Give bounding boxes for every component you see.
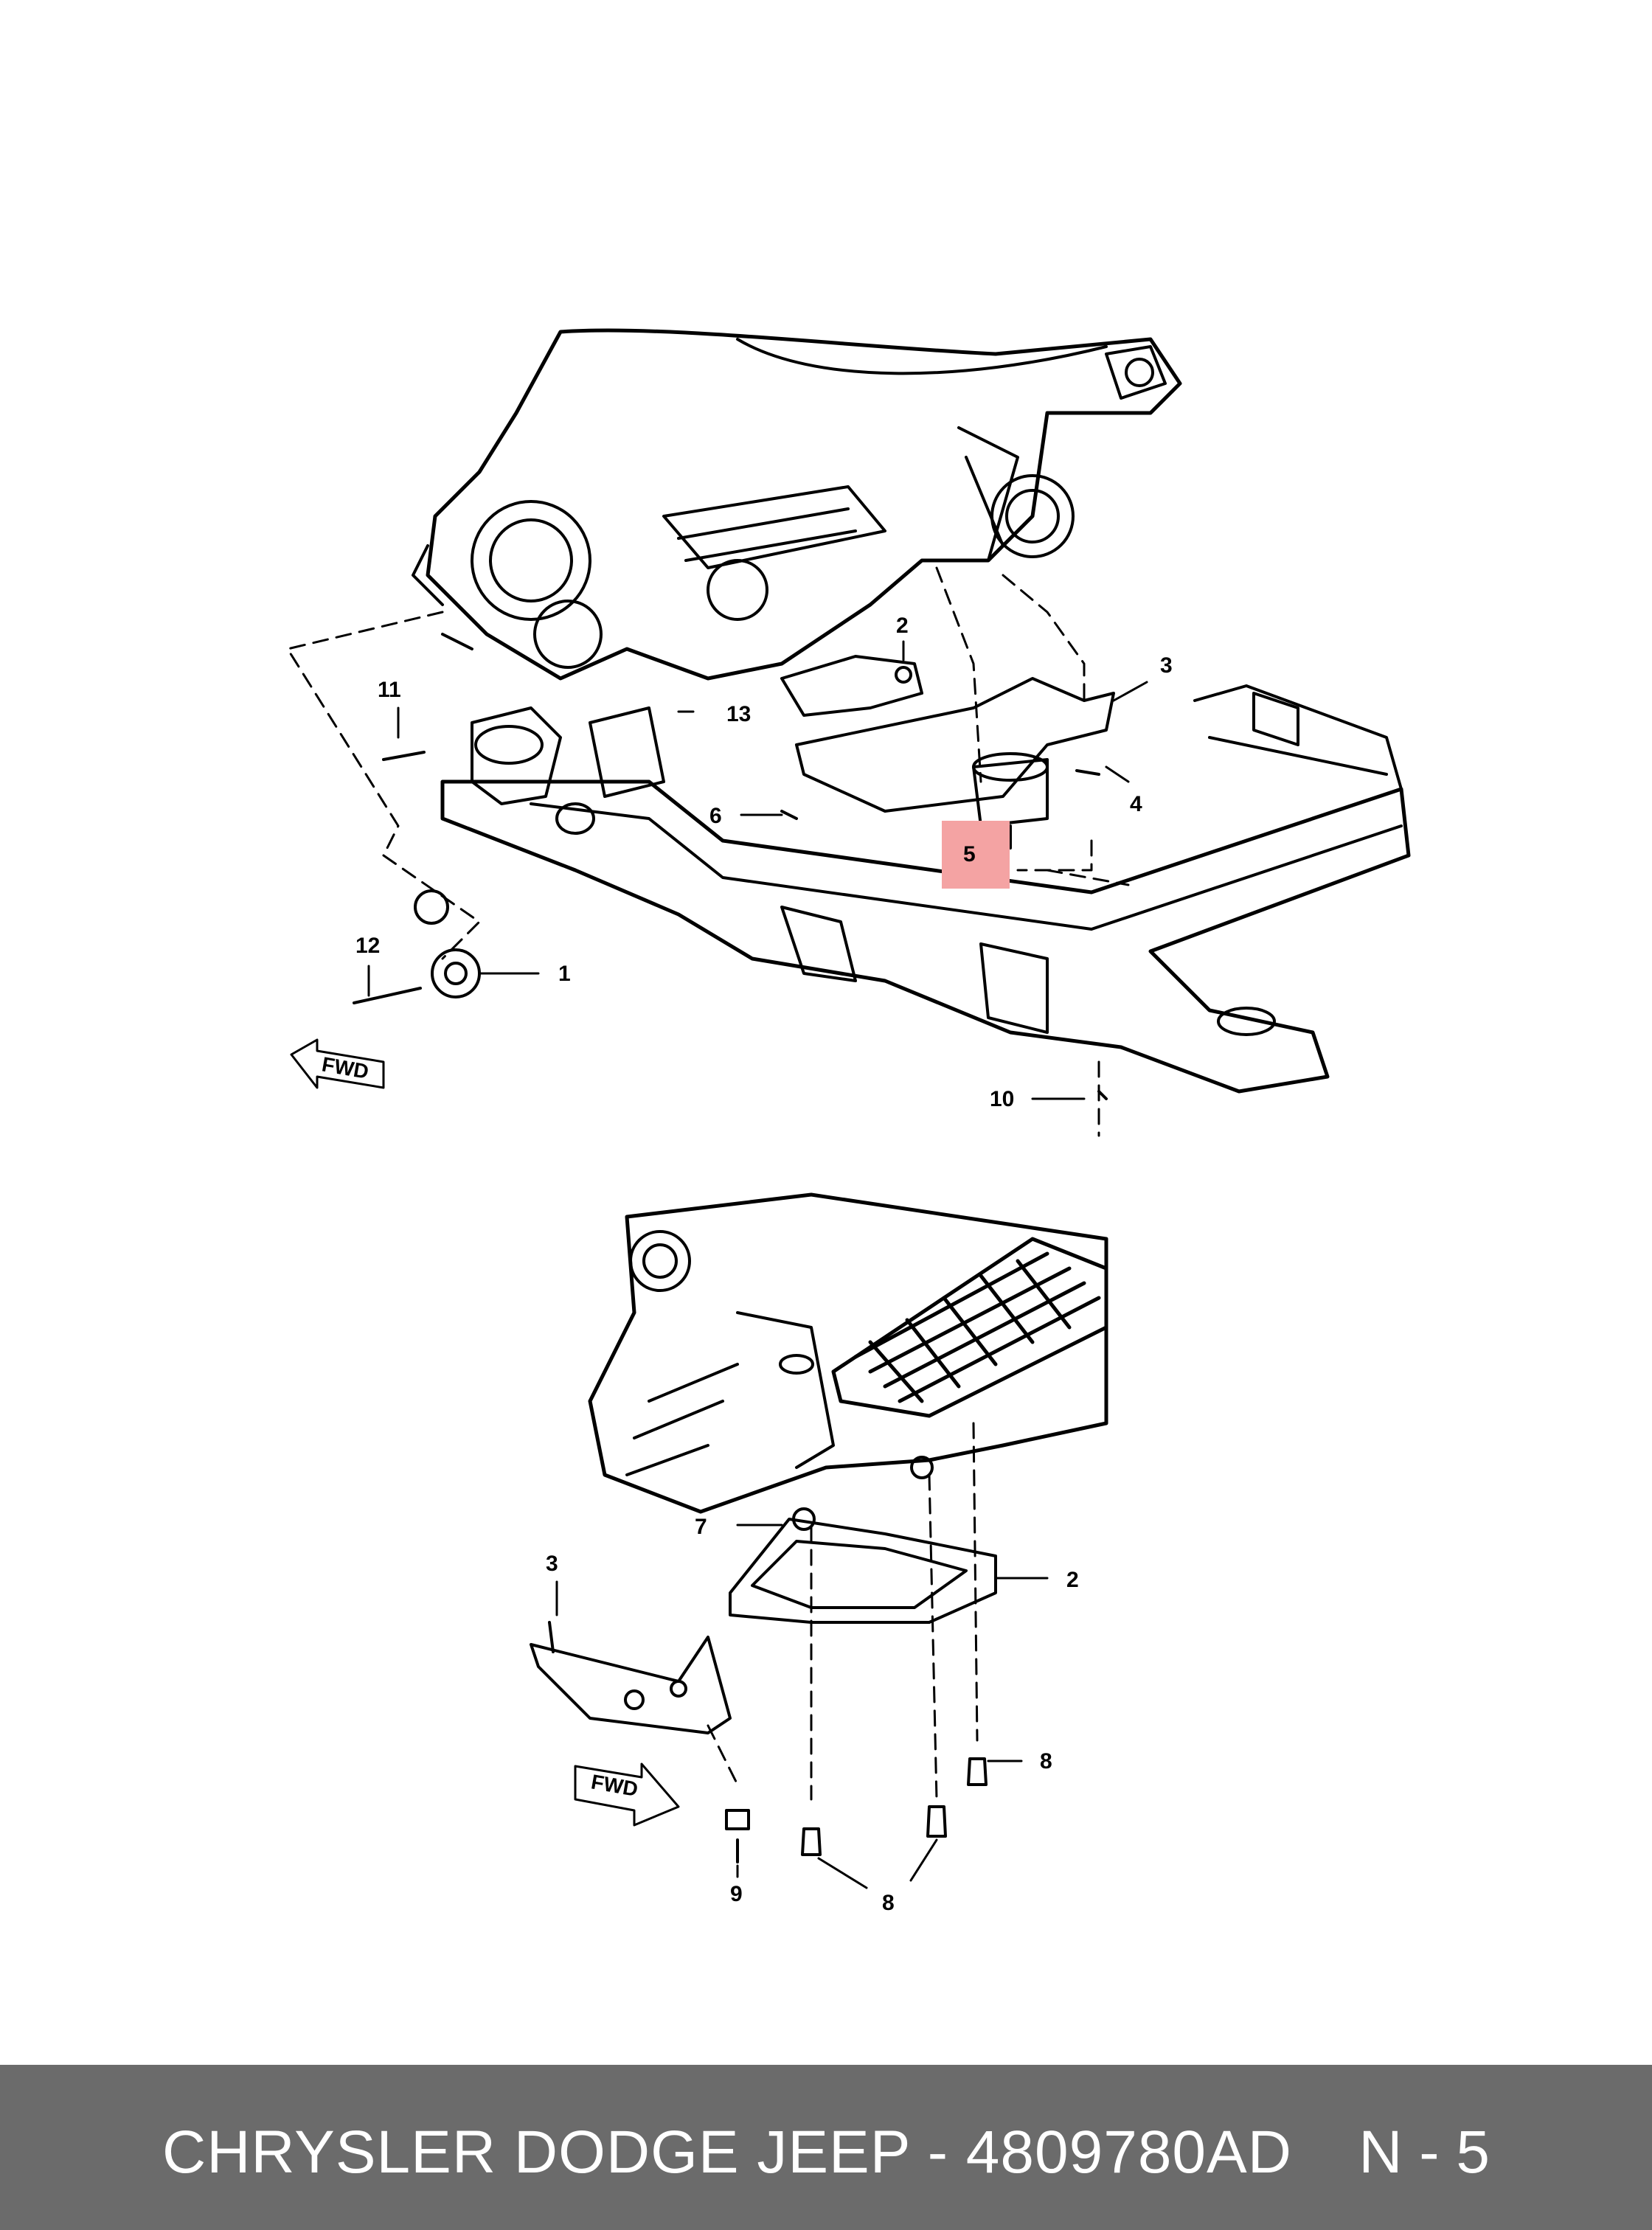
callout-13: 13 bbox=[726, 702, 751, 726]
part-title: CHRYSLER DODGE JEEP - 4809780AD bbox=[162, 2119, 1292, 2186]
footer-bar: CHRYSLER DODGE JEEP - 4809780AD N - 5 bbox=[0, 2065, 1652, 2230]
engine-transaxle-illustration bbox=[412, 328, 1182, 681]
callout-11: 11 bbox=[378, 678, 401, 702]
front-crossmember bbox=[440, 684, 1411, 1094]
mount-parts-top bbox=[353, 655, 1115, 1100]
bracket-3-bottom bbox=[530, 1636, 732, 1734]
callout-2-bottom: 2 bbox=[1066, 1568, 1079, 1592]
fwd-arrow-top bbox=[290, 1038, 385, 1089]
mount-parts-bottom bbox=[530, 1456, 997, 1734]
mount-5-shape bbox=[972, 758, 1049, 827]
callout-7: 7 bbox=[695, 1515, 707, 1539]
leader-lines bbox=[367, 640, 1148, 1889]
callout-3-bottom: 3 bbox=[546, 1552, 558, 1576]
part-code: N - 5 bbox=[1358, 2119, 1490, 2186]
callout-1: 1 bbox=[558, 962, 571, 986]
callout-5: 5 bbox=[963, 842, 976, 866]
engine-underside-illustration bbox=[588, 1192, 1108, 1514]
callout-8-bottom: 8 bbox=[882, 1891, 895, 1915]
callout-6: 6 bbox=[709, 804, 722, 828]
callout-9: 9 bbox=[730, 1882, 743, 1906]
highlight-box bbox=[942, 821, 1010, 889]
alignment-lines-top bbox=[286, 566, 1130, 1137]
oil-pan-grid bbox=[831, 1237, 1108, 1418]
bracket-7-2 bbox=[729, 1518, 997, 1624]
parts-diagram: 11 13 2 3 4 5 6 12 1 10 7 2 3 8 9 8 FWD … bbox=[286, 328, 1411, 1915]
fwd-arrow-bottom bbox=[574, 1762, 680, 1827]
bracket-2 bbox=[780, 655, 923, 717]
callout-8-right: 8 bbox=[1040, 1749, 1052, 1774]
callout-2: 2 bbox=[896, 614, 909, 638]
bracket-3 bbox=[795, 677, 1115, 813]
callout-4: 4 bbox=[1130, 792, 1142, 816]
callout-10: 10 bbox=[990, 1087, 1014, 1111]
callout-12: 12 bbox=[355, 934, 380, 958]
alignment-lines-bottom bbox=[707, 1422, 979, 1801]
bolts-bottom bbox=[725, 1757, 988, 1863]
callout-3: 3 bbox=[1160, 653, 1173, 678]
